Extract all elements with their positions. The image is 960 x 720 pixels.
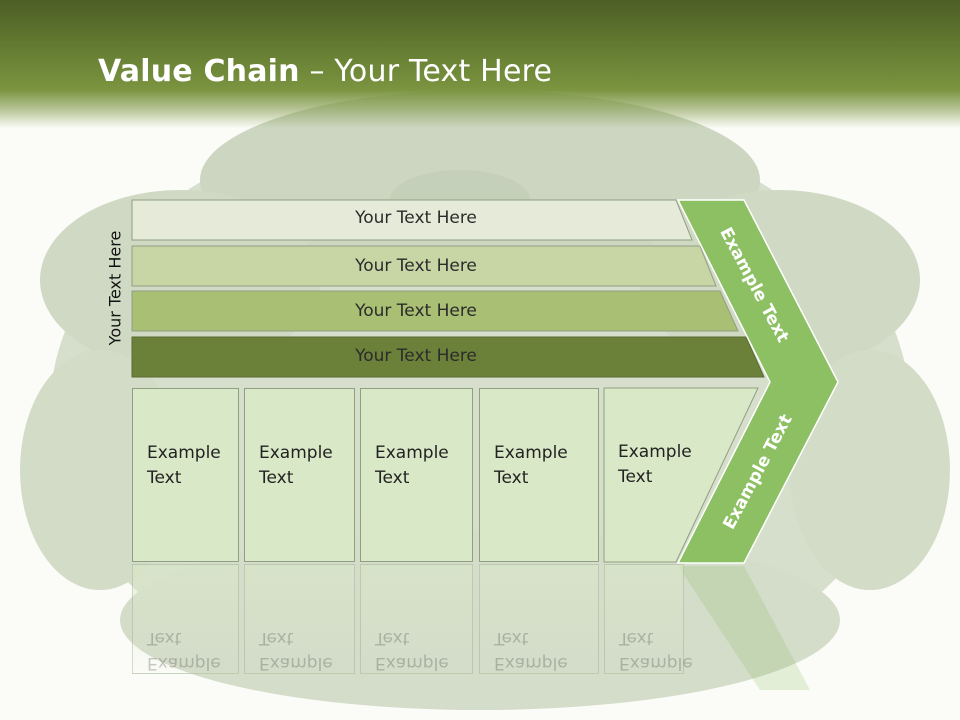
band-1-shape <box>131 199 693 241</box>
band-3-shape <box>131 290 739 332</box>
band-label-4: Your Text Here <box>355 346 477 366</box>
band-2-shape <box>131 245 717 287</box>
title-bar <box>0 0 960 128</box>
band-label-1: Your Text Here <box>355 208 477 228</box>
band-label-2: Your Text Here <box>355 256 477 276</box>
margin-chevron <box>676 199 839 564</box>
band-label-3: Your Text Here <box>355 301 477 321</box>
slide-title: Value Chain – Your Text Here <box>98 54 553 89</box>
margin-chevron-reflection <box>678 566 810 690</box>
band-4-shape <box>131 336 765 378</box>
